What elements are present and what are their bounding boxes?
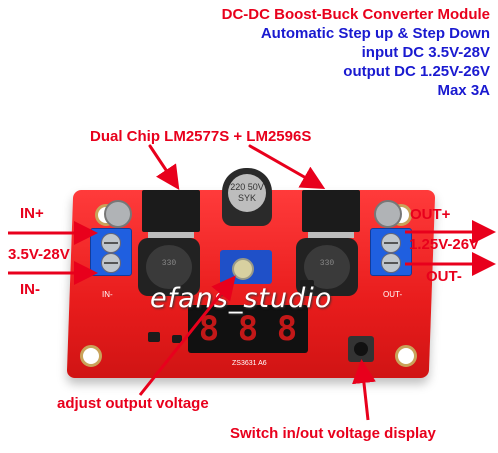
inductor-left-code: 330 — [161, 259, 177, 268]
chip-marking: ZS3631 A6 — [232, 360, 267, 367]
inductor-left: 330 — [138, 238, 200, 296]
inductor-right-code: 330 — [319, 259, 335, 268]
smd-ic — [300, 280, 314, 290]
out-plus-label: OUT+ — [410, 206, 451, 223]
watermark-text: efans_studio — [150, 283, 333, 314]
output-terminal-block — [370, 228, 412, 276]
display-switch-button[interactable] — [348, 336, 374, 362]
potentiometer-knob[interactable] — [232, 258, 254, 280]
out-range-label: 1.25V-26V — [409, 236, 480, 253]
lm2577-pins — [148, 232, 194, 238]
display-digit-2: 8 — [237, 309, 259, 349]
input-terminal-block — [90, 228, 132, 276]
switch-label: Switch in/out voltage display — [230, 425, 436, 442]
chips-label: Dual Chip LM2577S + LM2596S — [90, 128, 312, 145]
lm2577-chip — [142, 190, 200, 232]
in-range-label: 3.5V-28V — [8, 246, 70, 263]
lm2596-pins — [308, 232, 354, 238]
small-capacitor-right — [374, 200, 402, 228]
in-minus-label: IN- — [20, 281, 40, 298]
smd-transistor-1 — [148, 332, 160, 342]
out-minus-label: OUT- — [426, 268, 462, 285]
title-line-2: Automatic Step up & Step Down — [260, 25, 490, 42]
smd-transistor-2 — [172, 335, 182, 343]
title-line-3: input DC 3.5V-28V — [361, 44, 490, 61]
title-line-5: Max 3A — [437, 82, 490, 99]
title-line-4: output DC 1.25V-26V — [343, 63, 490, 80]
arrow-switch — [352, 359, 376, 421]
led-display: 8 8 8 — [188, 305, 308, 353]
small-capacitor-left — [104, 200, 132, 228]
display-digit-3: 8 — [276, 309, 298, 349]
in-plus-label: IN+ — [20, 205, 44, 222]
arrow-chip-left — [148, 144, 180, 190]
adjust-label: adjust output voltage — [57, 395, 209, 412]
arrow-adjust — [138, 275, 236, 396]
silk-in-label: IN- — [102, 290, 113, 299]
silk-out-label: OUT- — [383, 290, 403, 299]
display-digit-1: 8 — [198, 309, 220, 349]
mount-hole-bl — [80, 345, 102, 367]
capacitor-marking: 220 50V SYK — [228, 174, 266, 212]
lm2596-chip — [302, 190, 360, 232]
arrow-chip-right — [248, 144, 326, 189]
mount-hole-br — [395, 345, 417, 367]
title-line-1: DC-DC Boost-Buck Converter Module — [221, 6, 490, 23]
